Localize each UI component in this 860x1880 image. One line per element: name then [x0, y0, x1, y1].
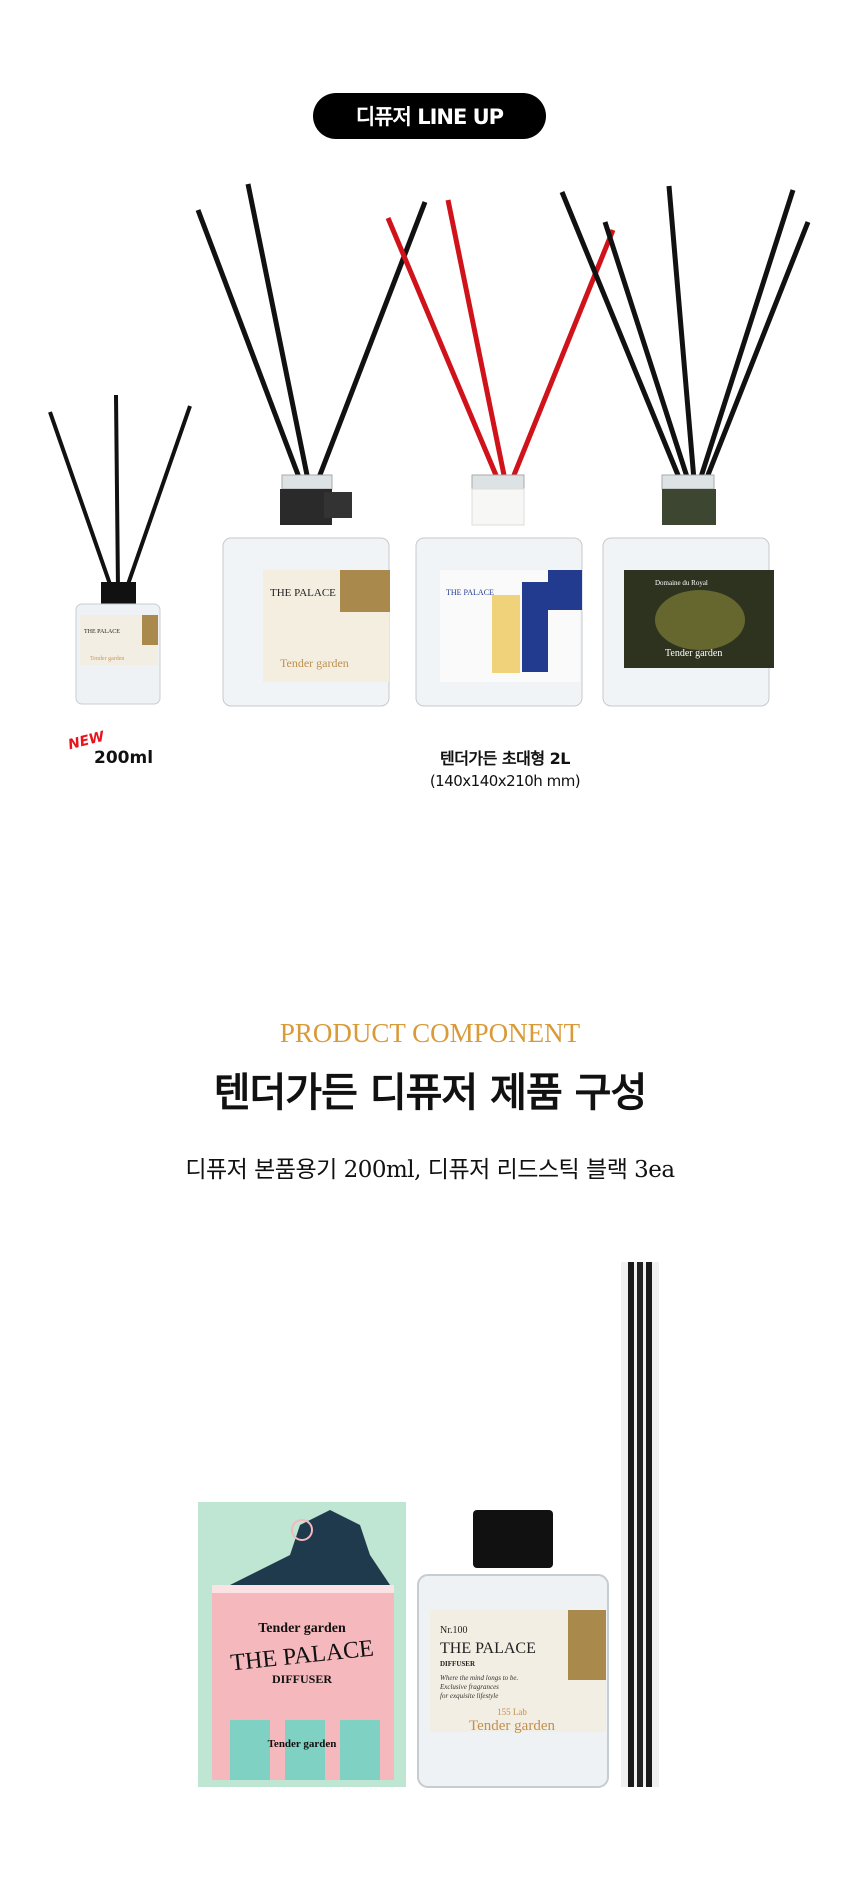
svg-text:Domaine du Royal: Domaine du Royal: [655, 579, 708, 587]
diffuser-2l-palace-image: THE PALACE: [385, 199, 616, 707]
large-dims-label: (140x140x210h mm): [429, 772, 581, 790]
svg-text:Exclusive fragrances: Exclusive fragrances: [439, 1683, 499, 1691]
section-subtitle: 디퓨저 본품용기 200ml, 디퓨저 리드스틱 블랙 3ea: [185, 1157, 675, 1183]
svg-text:Nr.100: Nr.100: [440, 1625, 468, 1636]
svg-text:Tender garden: Tender garden: [280, 656, 349, 670]
svg-text:DIFFUSER: DIFFUSER: [440, 1660, 476, 1668]
section-eyebrow: PRODUCT COMPONENT: [279, 1018, 581, 1048]
svg-text:Tender garden: Tender garden: [258, 1621, 346, 1636]
svg-text:155 Lab: 155 Lab: [497, 1707, 527, 1717]
diffuser-200ml-image: THE PALACE Tender garden: [48, 394, 192, 705]
diffuser-bottle-image: Nr.100 THE PALACE DIFFUSER Where the min…: [417, 1510, 609, 1788]
product-component-image: Tender garden THE PALACE DIFFUSER Tender…: [198, 1262, 659, 1788]
svg-text:Where the mind longs to be.: Where the mind longs to be.: [440, 1674, 519, 1682]
svg-text:Tender garden: Tender garden: [469, 1718, 555, 1734]
svg-text:THE PALACE: THE PALACE: [440, 1640, 536, 1657]
small-size-label: 200ml: [94, 748, 154, 768]
lineup-badge: 디퓨저 LINE UP: [313, 93, 546, 139]
section-title: 텐더가든 디퓨저 제품 구성: [213, 1070, 648, 1116]
svg-text:DIFFUSER: DIFFUSER: [272, 1672, 332, 1686]
svg-text:for exquisite lifestyle: for exquisite lifestyle: [440, 1692, 498, 1700]
diffuser-2l-black-image: THE PALACE Tender garden: [195, 183, 428, 707]
svg-text:Tender garden: Tender garden: [268, 1738, 337, 1750]
large-name-label: 텐더가든 초대형 2L: [439, 749, 571, 768]
svg-text:THE PALACE: THE PALACE: [446, 588, 494, 597]
reed-sticks-image: [621, 1262, 659, 1787]
svg-text:Tender garden: Tender garden: [90, 656, 124, 662]
diffuser-2l-royal-image: Domaine du Royal Tender garden: [559, 185, 811, 707]
diffuser-lineup-image: THE PALACE Tender garden THE PALACE Tend…: [48, 183, 811, 707]
package-box-image: Tender garden THE PALACE DIFFUSER Tender…: [198, 1502, 406, 1787]
svg-text:THE PALACE: THE PALACE: [270, 587, 336, 599]
svg-text:Tender garden: Tender garden: [665, 648, 722, 659]
svg-text:THE PALACE: THE PALACE: [84, 629, 120, 635]
